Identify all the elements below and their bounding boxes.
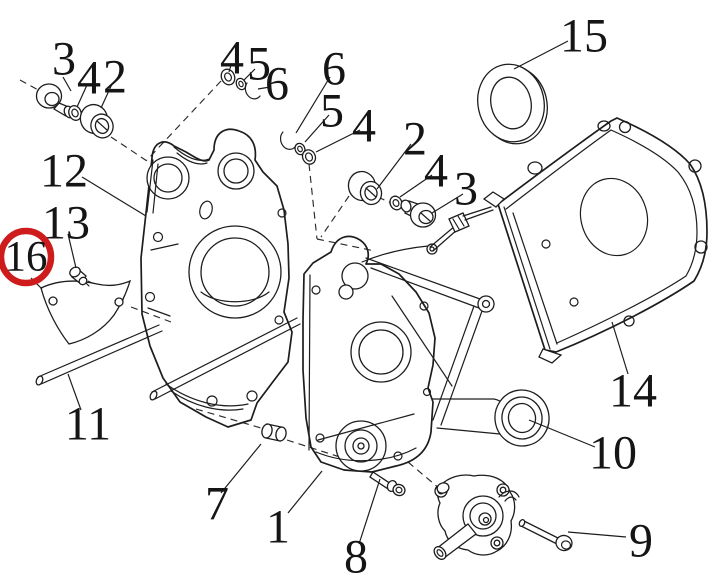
part-number-4: 4	[424, 145, 448, 198]
part-number-12: 12	[40, 145, 88, 198]
leader-line-10	[528, 419, 596, 448]
highlight-ring	[0, 227, 55, 287]
leader-line-6	[257, 86, 271, 90]
leader-line-4	[228, 64, 232, 73]
part-8-bolt	[369, 471, 406, 497]
part-14-timing-cover	[482, 117, 708, 364]
leader-line-3	[62, 76, 72, 92]
washers-clips-right	[279, 131, 317, 165]
callout-14: 14	[609, 321, 657, 418]
part-number-11: 11	[65, 398, 111, 451]
callout-5: 5	[304, 85, 344, 143]
leader-line-7	[220, 443, 262, 494]
part-13-bolt	[69, 266, 90, 287]
callout-1: 1	[266, 470, 323, 554]
part-number-13: 13	[42, 197, 90, 250]
leader-line-15	[513, 40, 569, 70]
callout-2: 2	[100, 51, 127, 109]
part-number-6: 6	[322, 43, 346, 96]
part-7-bushing	[261, 423, 287, 442]
part-number-2: 2	[103, 51, 127, 104]
part-number-3: 3	[454, 163, 478, 216]
callout-3: 3	[52, 33, 76, 92]
callout-16: 16	[0, 227, 55, 290]
leader-line-5	[304, 114, 330, 143]
part-9-bolt	[518, 519, 573, 552]
part-number-5: 5	[247, 38, 271, 91]
part-number-8: 8	[344, 531, 368, 580]
part-number-6: 6	[265, 58, 289, 111]
part-number-2: 2	[403, 113, 427, 166]
part-number-10: 10	[589, 427, 637, 480]
part-number-9: 9	[629, 515, 653, 568]
callout-8: 8	[344, 478, 381, 580]
leader-line-4	[76, 84, 88, 108]
leader-line-3	[431, 193, 464, 214]
callout-6: 6	[257, 58, 289, 111]
callout-4: 4	[76, 52, 101, 108]
callout-15: 15	[513, 10, 608, 70]
leader-line-2	[376, 143, 412, 190]
callout-2: 2	[376, 113, 427, 190]
leader-line-9	[567, 531, 627, 538]
leader-line-12	[81, 176, 147, 217]
callout-11: 11	[65, 373, 111, 451]
part-number-4: 4	[352, 100, 376, 153]
leader-line-5	[243, 68, 256, 81]
callout-12: 12	[40, 145, 147, 217]
leader-line-14	[611, 321, 629, 375]
part-11-shift-shafts	[35, 317, 301, 401]
leader-line-1	[287, 470, 323, 514]
part-number-15: 15	[560, 10, 608, 63]
part-number-3: 3	[52, 33, 76, 86]
leader-line-8	[358, 478, 381, 545]
water-pump	[433, 474, 520, 560]
leader-line-11	[67, 373, 82, 411]
callout-3: 3	[431, 163, 478, 216]
part-15-seal-ring	[477, 63, 548, 145]
leader-line-4	[315, 129, 361, 153]
part-16-bracket	[40, 279, 132, 345]
leader-line-4	[399, 174, 433, 198]
part-10-oil-seal	[494, 389, 550, 447]
washers-clips-top-middle	[220, 68, 261, 100]
leader-line-6	[295, 76, 331, 134]
callout-13: 13	[42, 197, 90, 269]
callout-10: 10	[528, 419, 637, 480]
callout-4: 4	[220, 32, 244, 85]
part-12-left-crankcase	[140, 128, 293, 428]
part-number-16: 16	[5, 234, 48, 281]
part-number-4: 4	[77, 52, 101, 105]
part-number-7: 7	[205, 478, 229, 531]
fasteners-top-left	[35, 83, 114, 139]
leader-line-2	[100, 83, 113, 109]
leader-line-13	[67, 233, 77, 269]
part-number-5: 5	[320, 85, 344, 138]
callout-4: 4	[399, 145, 448, 198]
callout-9: 9	[567, 515, 653, 568]
part-1-right-crankcase	[302, 206, 509, 473]
callout-4: 4	[315, 100, 376, 153]
fasteners-middle	[347, 170, 437, 228]
part-number-1: 1	[266, 501, 290, 554]
callout-7: 7	[205, 443, 262, 531]
part-number-14: 14	[609, 365, 657, 418]
callout-6: 6	[295, 43, 346, 134]
callout-5: 5	[243, 38, 271, 91]
part-number-4: 4	[220, 32, 244, 85]
